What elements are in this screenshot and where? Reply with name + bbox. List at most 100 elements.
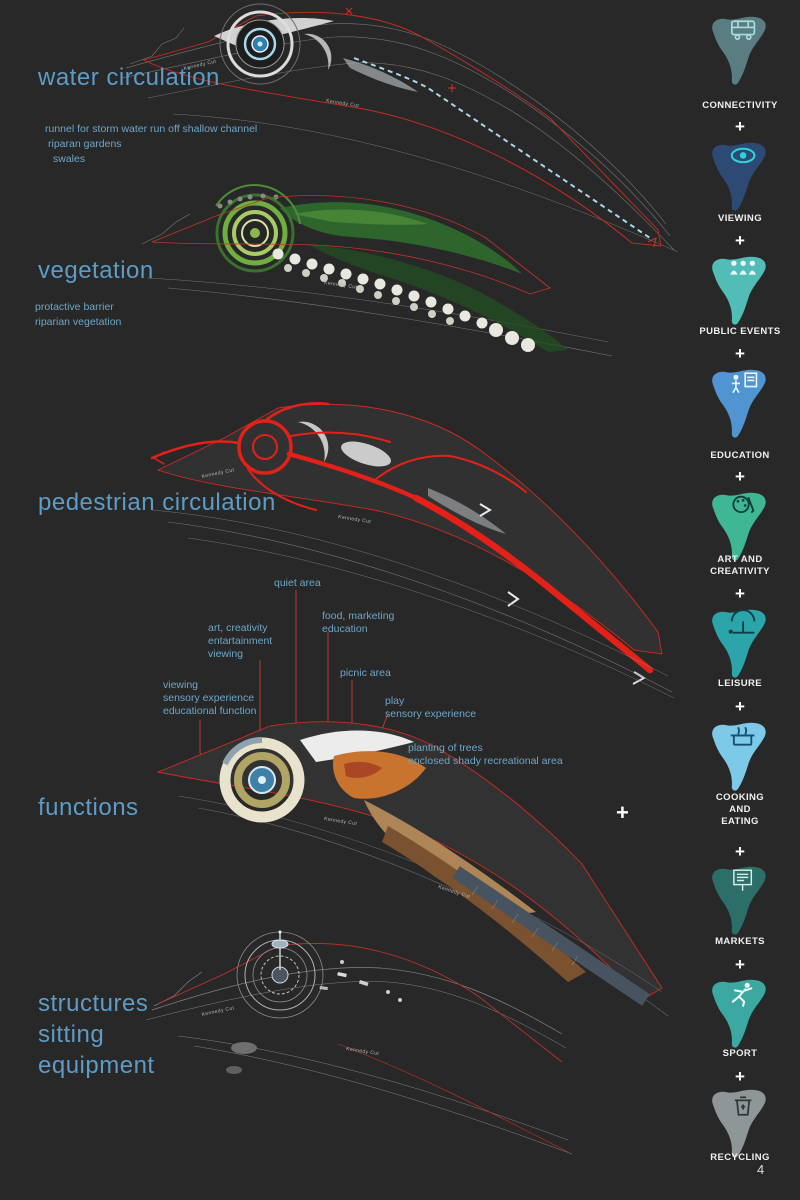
label-planting-trees: planting of trees enclosed shady recreat…: [408, 742, 563, 768]
icon-shape: [712, 16, 766, 85]
people-icon: [730, 260, 756, 275]
sidebar-label-public-events: PUBLIC EVENTS: [699, 326, 781, 337]
label-line: education: [322, 623, 368, 635]
title-structures: structures sitting equipment: [38, 988, 155, 1081]
label-line: food, marketing: [322, 610, 395, 622]
runnel-channel: [353, 57, 651, 239]
tree-dots: [217, 193, 535, 352]
terrain-contours: [145, 967, 573, 1155]
label-play-sensory: play sensory experience: [385, 695, 476, 721]
function-zones: [219, 730, 650, 1006]
structures-diagram: Kennedy Cut Kennedy Cut: [145, 930, 573, 1155]
label-line: AND: [729, 804, 751, 815]
label-line: ART AND: [717, 554, 763, 565]
icon-shape: [712, 369, 766, 438]
plus-separator: +: [735, 344, 745, 363]
tower-structure: [271, 930, 289, 970]
label-line: sensory experience: [385, 708, 477, 720]
label-line: art, creativity: [208, 622, 268, 634]
site-boundary: [151, 195, 551, 295]
bus-icon: [730, 20, 756, 41]
title-line: structures: [38, 990, 149, 1017]
sidebar-icon-leisure: [706, 605, 772, 681]
annotation-vegetation-2: riparian vegetation: [35, 316, 122, 328]
title-line: sitting: [38, 1021, 105, 1048]
title-vegetation: vegetation: [38, 257, 154, 284]
education-icon: [731, 372, 758, 394]
plus-separator: +: [735, 117, 745, 136]
label-line: educational function: [163, 705, 257, 717]
sidebar-label-viewing: VIEWING: [718, 213, 762, 224]
label-line: CREATIVITY: [710, 566, 770, 577]
icon-shape: [712, 492, 766, 561]
sidebar-icon-public-events: [706, 252, 772, 328]
annotation-water-2: riparan gardens: [48, 138, 122, 150]
seating-equipment: [226, 960, 402, 1074]
icon-shape: [712, 256, 766, 325]
label-line: viewing: [163, 679, 199, 691]
map-label-kennedy: Kennedy Cut: [201, 1005, 235, 1018]
annotation-water-3: swales: [53, 153, 86, 165]
sidebar-icon-education: [706, 365, 772, 441]
icon-shape: [712, 142, 766, 211]
eye-icon: [730, 147, 756, 164]
sidebar-icon-recycling: [706, 1085, 772, 1161]
icon-shape: [712, 979, 766, 1048]
label-line: enclosed shady recreational area: [408, 755, 563, 767]
plus-separator: +: [735, 467, 745, 486]
plus-separator: +: [735, 955, 745, 974]
map-label-kennedy: Kennedy Cut: [346, 1046, 380, 1057]
label-line: planting of trees: [408, 742, 483, 754]
label-line: quiet area: [274, 577, 321, 589]
sidebar-label-connectivity: CONNECTIVITY: [702, 100, 778, 111]
sidebar-label-education: EDUCATION: [710, 450, 770, 461]
label-line: picnic area: [340, 667, 391, 679]
pedestrian-path-network: [150, 402, 654, 674]
map-label-kennedy: Kennedy Cut: [338, 514, 372, 525]
label-art-creativity: art, creativity entartainment viewing: [208, 622, 272, 661]
site-boundary: [142, 11, 662, 247]
runner-icon: [731, 982, 753, 1007]
circular-plaza-water: [219, 3, 301, 85]
sidebar-label-recycling: RECYCLING: [710, 1152, 770, 1163]
vegetation-bands: [280, 202, 568, 352]
annotation-vegetation-1: protactive barrier: [35, 301, 114, 313]
annotation-water-1: runnel for storm water run off shallow c…: [45, 123, 258, 135]
recycle-icon: [734, 1096, 752, 1116]
sidebar-label-sport: SPORT: [722, 1048, 758, 1059]
map-label-kennedy: Kennedy Cut: [324, 816, 358, 827]
icon-shape: [712, 609, 766, 678]
page-number: 4: [757, 1162, 765, 1177]
sidebar-icon-connectivity: [706, 12, 772, 88]
label-picnic-area: picnic area: [340, 667, 391, 680]
functions-diagram: Kennedy Cut Kennedy Cut: [156, 590, 669, 1017]
sidebar-label-leisure: LEISURE: [718, 678, 762, 689]
title-functions: functions: [38, 794, 139, 821]
label-food-marketing: food, marketing education: [322, 610, 394, 636]
label-line: entartainment: [208, 635, 273, 647]
label-line: EATING: [721, 816, 759, 827]
map-label-kennedy: Kennedy Cut: [324, 280, 358, 291]
title-water-circulation: water circulation: [38, 64, 220, 91]
icon-shape: [712, 866, 766, 935]
plus-separator: +: [735, 842, 745, 861]
sidebar-label-art-and-creativity: ART AND CREATIVITY: [692, 554, 788, 578]
sidebar-label-markets: MARKETS: [715, 936, 765, 947]
market-icon: [733, 869, 753, 891]
main-plus-sign: +: [616, 800, 629, 825]
sidebar-icon-art-and-creativity: [706, 488, 772, 564]
plus-separator: +: [735, 231, 745, 250]
plus-separator: +: [735, 584, 745, 603]
pedestrian-circulation-diagram: Kennedy Cut Kennedy Cut: [150, 402, 675, 699]
red-markers: [345, 7, 657, 248]
cooking-icon: [730, 726, 755, 746]
plus-separator: +: [735, 1067, 745, 1086]
label-line: viewing: [208, 648, 244, 660]
icon-shape: [712, 1089, 766, 1158]
umbrella-icon: [728, 609, 756, 634]
sidebar-icon-cooking-and-eating: [706, 718, 772, 794]
circular-plaza-vegetation: [215, 184, 301, 273]
sidebar-label-cooking-and-eating: COOKING AND EATING: [692, 792, 788, 828]
icon-shape: [712, 722, 766, 791]
